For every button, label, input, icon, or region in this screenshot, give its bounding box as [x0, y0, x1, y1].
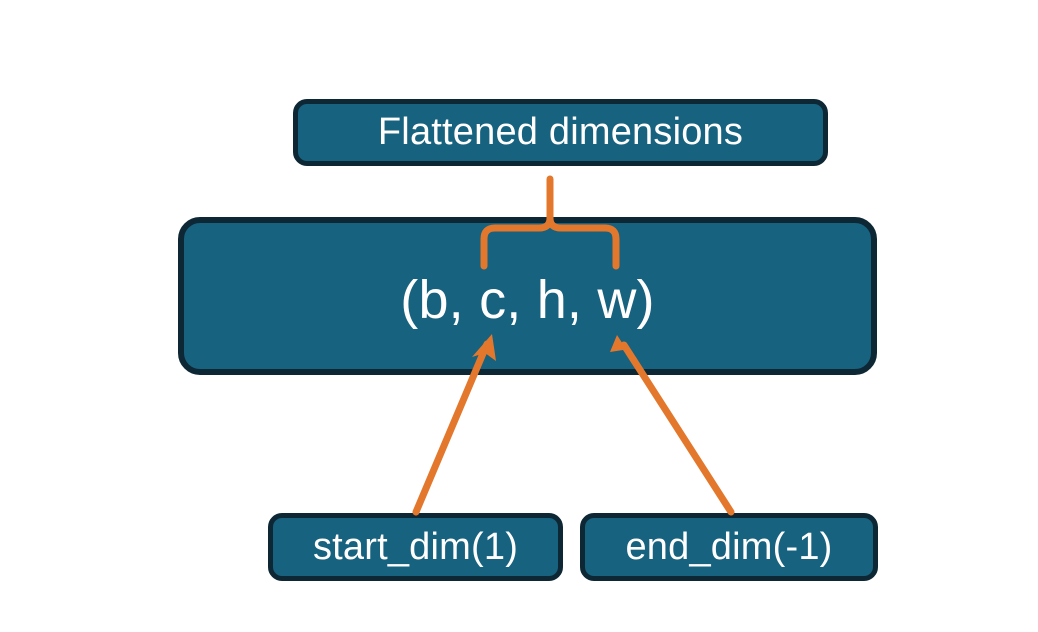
- start-dim-label: start_dim(1): [312, 525, 519, 568]
- start-dim-box: start_dim(1): [268, 513, 563, 581]
- end-dim-label: end_dim(-1): [625, 525, 833, 568]
- flattened-dimensions-label: Flattened dimensions: [377, 111, 744, 153]
- tensor-shape-label: (b, c, h, w): [400, 270, 655, 330]
- tensor-shape-box: (b, c, h, w): [178, 217, 877, 375]
- end-dim-box: end_dim(-1): [580, 513, 878, 581]
- flattened-dimensions-box: Flattened dimensions: [293, 99, 828, 166]
